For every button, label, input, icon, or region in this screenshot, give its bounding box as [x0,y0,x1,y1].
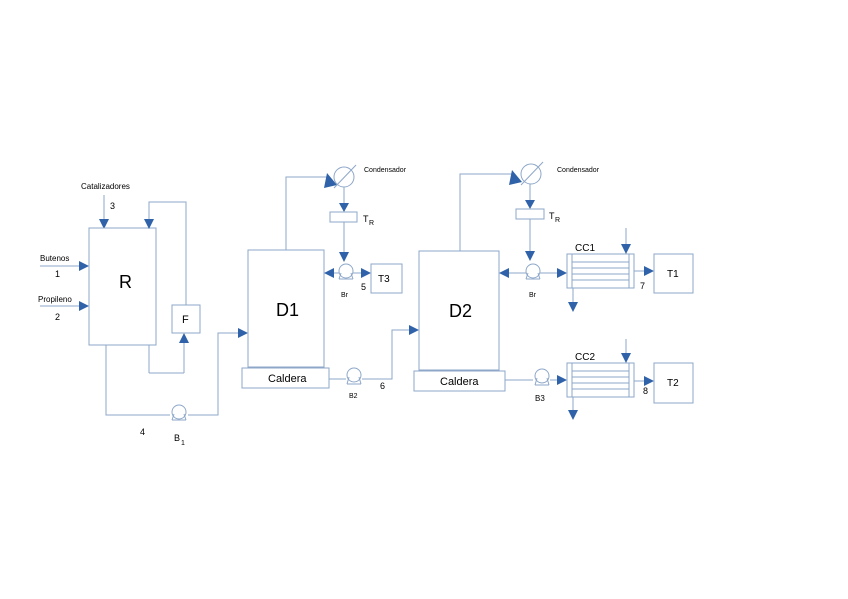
d1-reflux-arrow [324,268,334,278]
tr2-inlet-arrow [525,200,535,209]
cc2-coolant-out-arrow [568,410,578,420]
cc2-label: CC2 [575,352,595,363]
filter-f [171,304,201,334]
butenos-label: Butenos [40,254,69,263]
pump-b3-label: B3 [535,394,545,403]
cc1-coolant-in-arrow [621,244,631,254]
t1-inlet-arrow [644,266,654,276]
b1-to-d1-line [188,332,238,416]
pump-b1-subscript: 1 [181,440,185,447]
pump-b1-label: B [174,433,180,443]
condenser-2-inlet-arrow [509,170,522,185]
tank-t1-label: T1 [667,269,679,280]
caldera-2 [413,370,506,392]
exchanger-cc2 [566,362,635,398]
stream-3-label: 3 [110,201,115,211]
pump-b2 [346,367,362,385]
cc2-inlet-arrow [557,375,567,385]
reflux-pump-2-label: Br [529,292,537,299]
condenser-1-inlet-arrow [324,173,337,188]
cc2-coolant-in-arrow [621,353,631,363]
stream-1-label: 1 [55,269,60,279]
reflux-pump-1 [338,263,354,280]
stream-5-label: 5 [361,282,366,292]
d2-inlet-arrow [409,325,419,335]
reflux-tank-2 [515,208,545,220]
pump-b3 [534,368,550,386]
pump-b2-label: B2 [349,393,358,400]
filter-recycle-line [148,201,187,305]
br1-inlet-arrow [339,252,349,262]
reflux-tank-1 [329,211,358,223]
reflux-pump-1-label: Br [341,292,349,299]
stream-4-label: 4 [140,427,145,437]
reflux-tank-1-label: T [363,214,369,224]
tank-t3-label: T3 [378,274,390,285]
caldera-2-label: Caldera [440,376,479,388]
recycle-inlet-arrow [144,219,154,229]
condensador-1 [333,164,357,189]
b2-to-d2-line [362,329,409,380]
column-d2 [418,250,500,371]
propileno-arrow [79,301,89,311]
stream-2-label: 2 [55,312,60,322]
condensador-2 [520,161,544,186]
condensador-1-label: Condensador [364,167,407,174]
tank-t3 [370,263,403,294]
reflux-tank-1-subscript: R [369,220,374,227]
exchanger-cc1 [566,253,635,289]
filter-inlet-arrow [179,333,189,343]
d1-overhead-line [285,176,328,250]
tank-t1 [653,253,694,294]
filter-f-label: F [182,314,189,326]
reflux-tank-2-label: T [549,211,555,221]
t2-inlet-arrow [644,376,654,386]
butenos-arrow [79,261,89,271]
caldera-1-label: Caldera [268,373,307,385]
tank-t2 [653,362,694,404]
tank-t2-label: T2 [667,378,679,389]
condensador-2-label: Condensador [557,167,600,174]
cc1-inlet-arrow [557,268,567,278]
caldera-1 [241,367,330,389]
reflux-pump-2 [525,263,541,280]
d2-reflux-arrow [499,268,509,278]
tr1-inlet-arrow [339,203,349,212]
reactor-r-label: R [119,272,132,292]
d2-overhead-line [459,173,513,251]
propileno-label: Propileno [38,295,72,304]
cc1-coolant-out-arrow [568,302,578,312]
stream-8-label: 8 [643,386,648,396]
catalizadores-arrow [99,219,109,229]
pump-b1 [171,404,187,421]
stream-6-label: 6 [380,381,385,391]
d1-inlet-arrow [238,328,248,338]
column-d1-label: D1 [276,300,299,320]
stream-7-label: 7 [640,281,645,291]
cc1-label: CC1 [575,243,595,254]
column-d2-label: D2 [449,301,472,321]
catalizadores-label: Catalizadores [81,182,130,191]
t3-inlet-arrow [361,268,371,278]
br2-inlet-arrow [525,251,535,261]
reactor-r [88,227,157,346]
reactor-outlet-line [105,345,170,416]
reflux-tank-2-subscript: R [555,217,560,224]
